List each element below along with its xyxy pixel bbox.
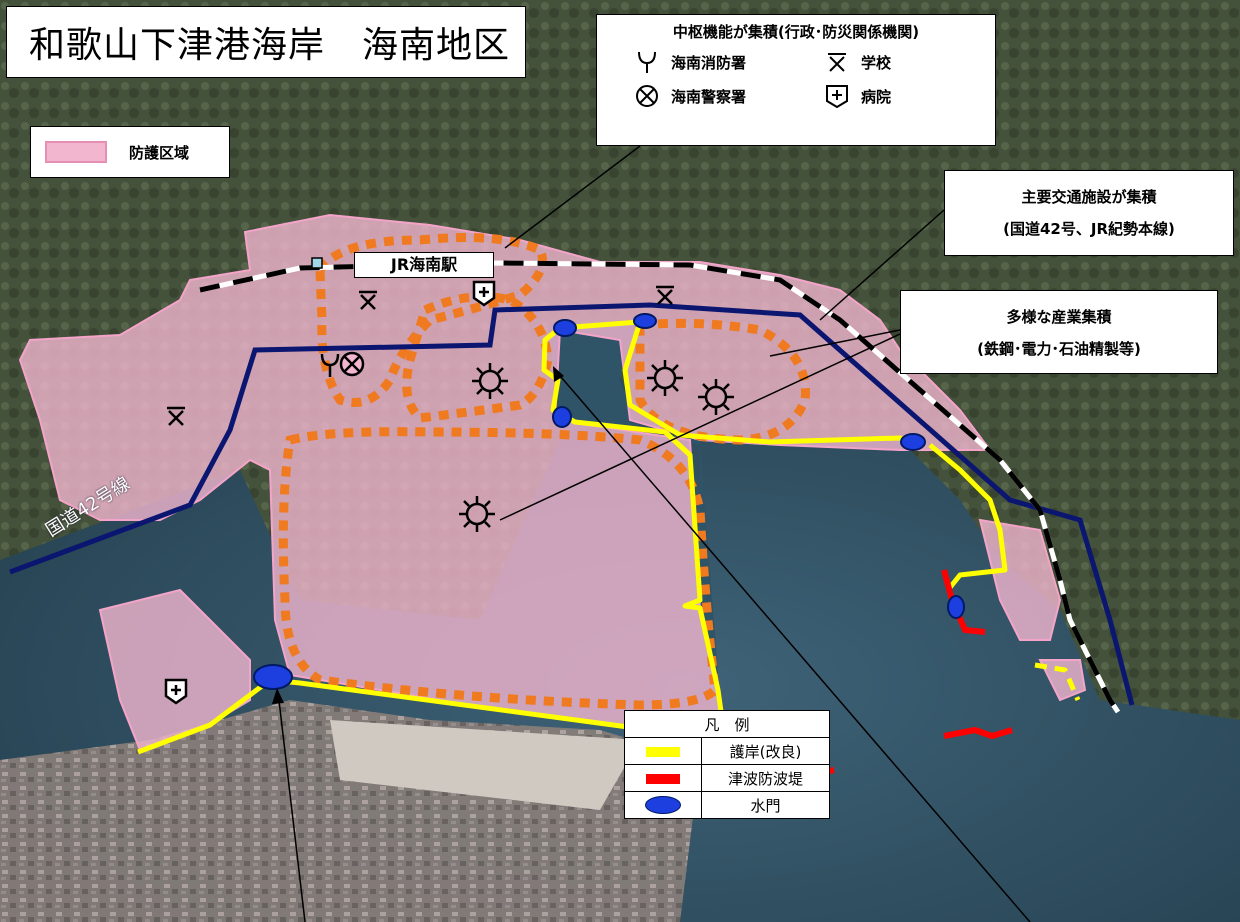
factory-icon [698,379,734,415]
leader-industry-1 [769,329,901,357]
protection-zone-swatch [45,141,107,163]
fire-station-icon [320,353,340,377]
school-icon [359,290,377,310]
factory-icon [647,360,683,396]
facility-police: 海南警察署 [635,84,825,108]
protection-zone-east-2 [1038,659,1087,702]
sluice-gate-4 [552,406,572,428]
facility-hospital: 病院 [825,84,995,108]
fire-station-icon [638,51,656,73]
south-pier [330,720,640,810]
factory-icon [459,496,495,532]
industry-line2: (鉄鋼･電力･石油精製等) [977,340,1141,358]
breakwater-swatch [646,773,680,784]
facility-school: 学校 [825,50,995,74]
leader-arrowhead [272,688,284,704]
facilities-title: 中枢機能が集積(行政･防災関係機関) [672,23,920,41]
hospital-icon [472,280,496,307]
legend-row-breakwater: 津波防波堤 [624,764,830,792]
route42-line [9,302,1135,706]
factory-icon [472,363,508,399]
sluice-gate-5 [900,433,926,451]
hospital-icon [164,678,188,705]
sluice-gate-6 [947,595,965,619]
protection-zone-legend: 防護区域 [30,126,230,178]
leader-gate-1 [277,691,306,922]
transport-callout: 主要交通施設が集積 (国道42号、JR紀勢本線) [944,170,1234,256]
seawall-swatch [646,746,680,757]
seawall-east-small [1034,662,1081,701]
core-area-steelworks [278,427,720,710]
sluice-gate-1 [253,664,293,690]
core-area-outlines [278,233,810,710]
sluice-gates [253,313,965,690]
station-marker [311,257,323,269]
map-title-box: 和歌山下津港海岸 海南地区 [6,6,526,78]
seawall-steelworks [541,326,728,741]
map-title: 和歌山下津港海岸 海南地区 [29,25,511,66]
seawall-refinery [622,321,916,445]
police-station-icon [339,351,365,377]
sluice-gate-3 [633,313,657,329]
facility-fire-station: 海南消防署 [635,50,825,74]
core-area-power [402,292,553,423]
leader-transport [819,209,945,321]
core-area-refinery [635,318,810,445]
transport-line2: (国道42号、JR紀勢本線) [1003,220,1175,238]
industry-callout: 多様な産業集積 (鉄鋼･電力･石油精製等) [900,290,1218,374]
sluice-gate-2 [553,319,577,337]
industry-line1: 多様な産業集積 [1006,308,1112,326]
legend-row-sluice: 水門 [624,791,830,819]
breakwater-offshore [943,727,1013,739]
legend-table: 凡 例 護岸(改良) 津波防波堤 水門 [624,710,830,819]
core-area-admin [315,233,547,407]
school-icon [828,53,846,72]
legend-row-seawall: 護岸(改良) [624,737,830,765]
leader-facilities [504,145,641,249]
legend-title: 凡 例 [624,710,830,738]
station-label: JR海南駅 [354,252,494,278]
inner-harbor [548,320,720,700]
protection-zone-label: 防護区域 [129,143,190,162]
hospital-icon [826,85,848,108]
leader-lines [277,145,1031,922]
facilities-callout: 中枢機能が集積(行政･防災関係機関) 海南消防署 学校 海南警察署 病院 [596,14,996,146]
seawall-east [928,443,1008,592]
leader-industry-2 [499,333,901,521]
map-symbols [164,257,734,705]
school-icon [656,285,674,305]
leader-arrowhead [553,366,564,382]
police-station-icon [636,85,658,107]
protection-zone-west [98,588,251,752]
transport-line1: 主要交通施設が集積 [1021,188,1157,206]
leader-gate-2 [554,369,1031,922]
school-icon [167,406,185,426]
sluice-gate-swatch [645,796,681,815]
